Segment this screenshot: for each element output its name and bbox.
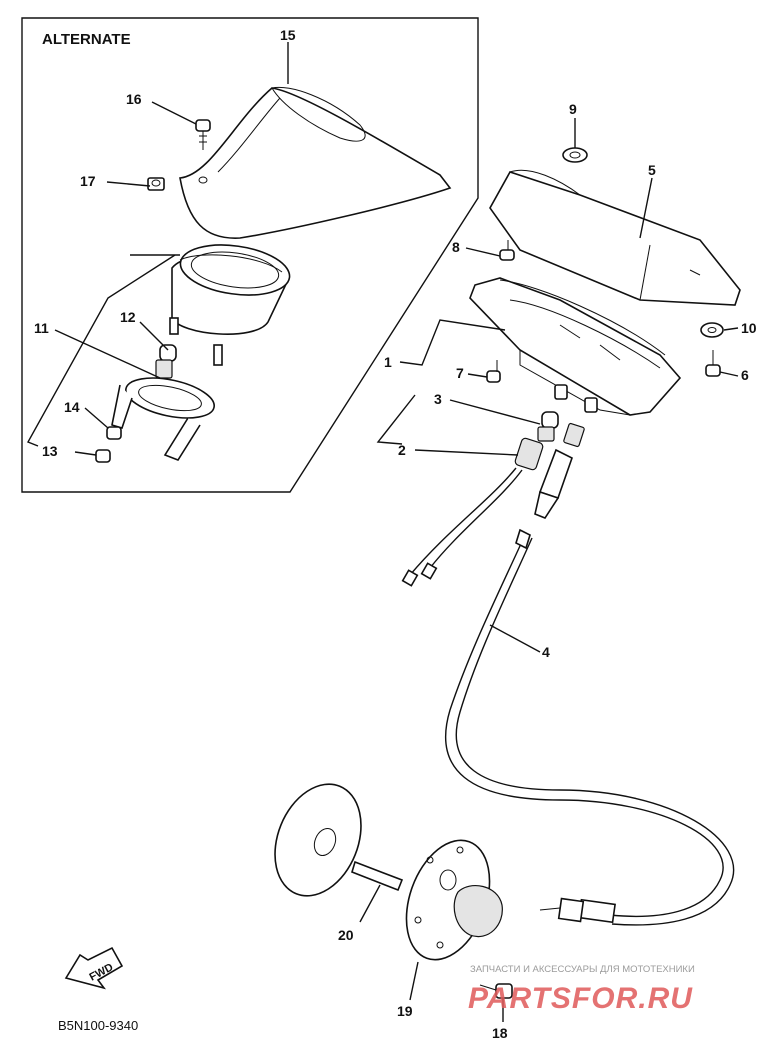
- bulb-3: [537, 411, 559, 442]
- screw-16: [195, 119, 211, 150]
- fwd-arrow: FWD: [64, 946, 124, 990]
- meter-cover-5: [489, 169, 741, 306]
- callout-18: 18: [492, 1025, 508, 1041]
- cable-upper-end: [534, 422, 585, 519]
- callout-4: 4: [542, 644, 550, 660]
- callouts: 15 16 17 12 11 14 13 9 5 8 10 6 1 7 3 2 …: [34, 27, 757, 1041]
- callout-9: 9: [569, 101, 577, 117]
- screw-18: [479, 983, 513, 999]
- alternate-inset-box: [21, 17, 479, 493]
- drawing-code: B5N100-9340: [58, 1018, 138, 1033]
- screw-8: [499, 240, 515, 261]
- callout-1: 1: [384, 354, 392, 370]
- callout-5: 5: [648, 162, 656, 178]
- nut-13: [95, 449, 111, 463]
- gear-unit-19: [405, 839, 503, 961]
- callout-2: 2: [398, 442, 406, 458]
- callout-20: 20: [338, 927, 354, 943]
- callout-10: 10: [741, 320, 757, 336]
- gauge-bracket: [111, 377, 215, 461]
- callout-6: 6: [741, 367, 749, 383]
- callout-14: 14: [64, 399, 80, 415]
- meter-cable-4: [445, 528, 735, 926]
- callout-17: 17: [80, 173, 96, 189]
- visor-part: [179, 86, 452, 239]
- shaft-20: [351, 860, 404, 892]
- callout-7: 7: [456, 365, 464, 381]
- washer-10: [700, 322, 724, 338]
- watermark: ЗАПЧАСТИ И АКСЕССУАРЫ ДЛЯ МОТОТЕХНИКИ PA…: [468, 964, 695, 1015]
- clip-9: [562, 147, 588, 163]
- callout-8: 8: [452, 239, 460, 255]
- nut-17: [147, 177, 165, 191]
- callout-15: 15: [280, 27, 296, 43]
- screw-6: [705, 350, 721, 377]
- callout-16: 16: [126, 91, 142, 107]
- callout-12: 12: [120, 309, 136, 325]
- watermark-text: ЗАПЧАСТИ И АКСЕССУАРЫ ДЛЯ МОТОТЕХНИКИ: [470, 964, 695, 975]
- nut-14: [106, 426, 122, 440]
- alternate-gauge: [169, 244, 291, 366]
- leader-lines: [27, 42, 739, 1022]
- watermark-logo: PARTSFOR.RU: [468, 982, 693, 1015]
- meter-assembly: [469, 277, 682, 416]
- screw-7: [486, 360, 501, 383]
- brake-disc: [274, 783, 362, 897]
- callout-19: 19: [397, 1003, 413, 1019]
- callout-13: 13: [42, 443, 58, 459]
- socket-harness-2: [401, 437, 544, 587]
- bulb-11: [155, 344, 177, 379]
- callout-11: 11: [34, 320, 49, 336]
- callout-3: 3: [434, 391, 442, 407]
- alternate-label: ALTERNATE: [42, 31, 131, 48]
